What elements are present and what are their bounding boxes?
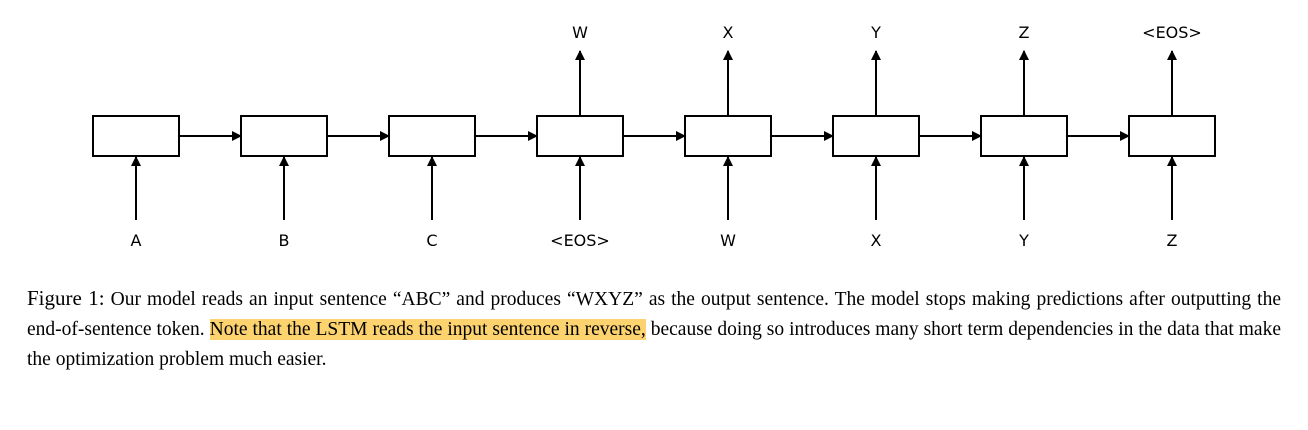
- output-token-label: Y: [870, 23, 881, 42]
- caption-highlight: Note that the LSTM reads the input sente…: [209, 319, 646, 340]
- input-token-label: C: [426, 231, 437, 250]
- lstm-cell: [388, 115, 476, 157]
- input-token-label: Z: [1167, 231, 1178, 250]
- lstm-cell: [684, 115, 772, 157]
- figure-label: Figure 1:: [27, 286, 105, 310]
- caption-text-2: because doing so introduces many short t…: [27, 319, 1281, 370]
- input-token-label: Y: [1018, 231, 1029, 250]
- output-token-label: W: [572, 23, 588, 42]
- input-token-label: B: [279, 231, 290, 250]
- lstm-cell: [832, 115, 920, 157]
- figure-caption: Figure 1: Our model reads an input sente…: [27, 283, 1281, 375]
- output-token-label: Z: [1019, 23, 1030, 42]
- lstm-cell: [536, 115, 624, 157]
- lstm-cell: [240, 115, 328, 157]
- lstm-cell: [980, 115, 1068, 157]
- lstm-cell: [92, 115, 180, 157]
- input-token-label: <EOS>: [550, 231, 610, 250]
- input-token-label: X: [871, 231, 882, 250]
- input-token-label: A: [131, 231, 142, 250]
- output-token-label: <EOS>: [1142, 23, 1202, 42]
- lstm-cell: [1128, 115, 1216, 157]
- caption-text-1: Our model reads an input sentence “ABC” …: [27, 289, 1281, 340]
- output-token-label: X: [723, 23, 734, 42]
- seq2seq-diagram: A B C <EOS> W W X X Y Y Z Z <EOS>: [92, 23, 1216, 250]
- input-token-label: W: [720, 231, 736, 250]
